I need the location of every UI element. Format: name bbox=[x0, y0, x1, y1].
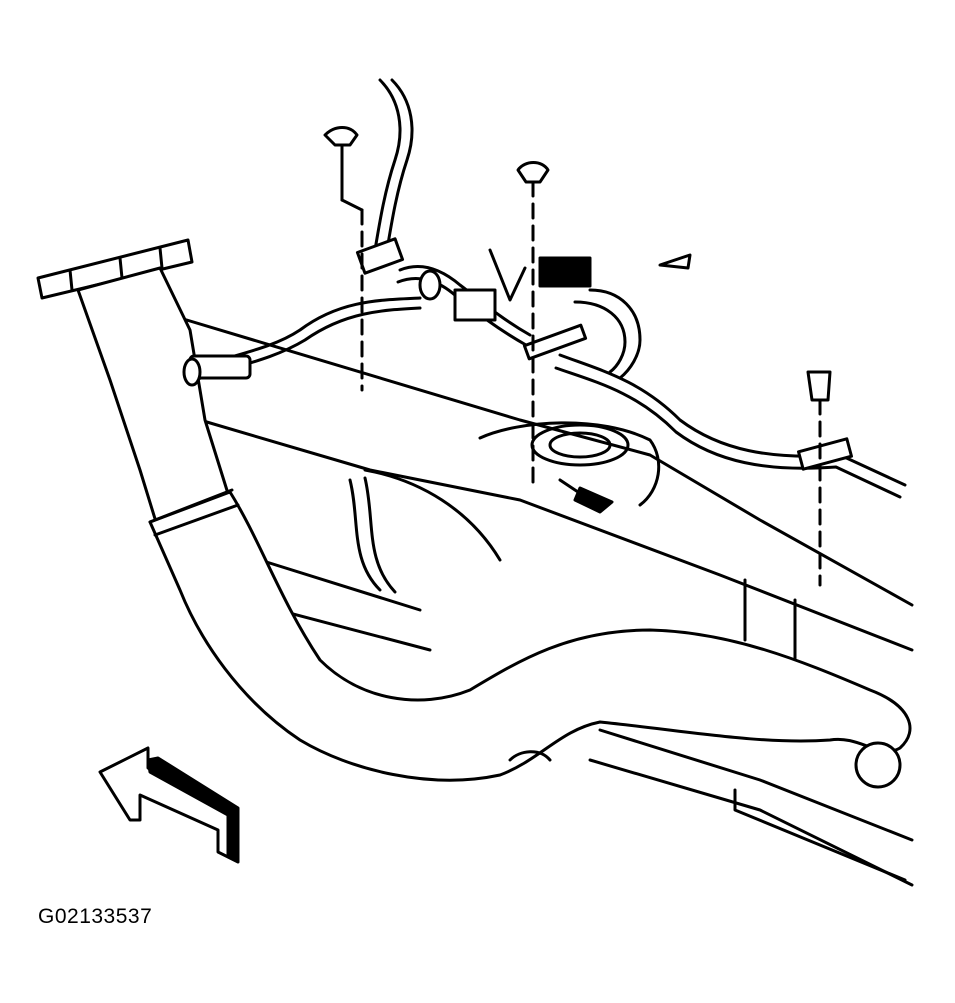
exhaust-flange bbox=[38, 240, 192, 298]
frame-rails bbox=[180, 318, 912, 885]
exhaust-pipe bbox=[78, 268, 910, 787]
harness-connectors bbox=[355, 237, 853, 471]
front-direction-arrow-icon bbox=[100, 748, 238, 862]
wiring-harness bbox=[184, 80, 905, 497]
fastener-bolts bbox=[325, 128, 830, 586]
figure-code: G02133537 bbox=[38, 905, 153, 928]
